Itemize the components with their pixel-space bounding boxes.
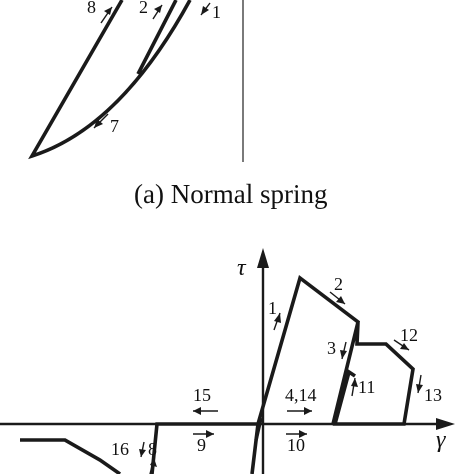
- panel-b-arrowhead-16: [139, 449, 146, 457]
- panel-b-arrowhead-2: [336, 296, 345, 304]
- caption-a: (a) Normal spring: [134, 179, 327, 209]
- panel-b-label-11: 11: [358, 377, 375, 397]
- panel-b-label-8: 8: [148, 439, 157, 459]
- panel-a-label-1: 1: [212, 2, 221, 22]
- panel-b-label-2: 2: [334, 274, 343, 294]
- panel-b-label-4-14: 4,14: [285, 385, 317, 405]
- panel-b-arrowhead-13: [416, 384, 423, 393]
- panel-b-label-13: 13: [424, 385, 442, 405]
- panel-b-unload-line: [254, 417, 263, 441]
- panel-a-arrowhead-2: [154, 5, 162, 13]
- panel-a-label-7: 7: [110, 116, 119, 136]
- panel-b-loop: [20, 274, 415, 474]
- panel-b-arrowhead-10: [299, 430, 307, 438]
- panel-b-label-3: 3: [327, 338, 336, 358]
- panel-a-label-8: 8: [87, 0, 96, 17]
- panel-b-arrowhead-3: [340, 350, 347, 359]
- panel-b-label-16: 16: [111, 439, 129, 459]
- panel-b-arrowhead-15: [193, 407, 201, 415]
- panel-b-arrowhead-9: [206, 430, 214, 438]
- panel-b-label-9: 9: [197, 435, 206, 455]
- panel-a-arrowhead-7: [94, 119, 103, 128]
- panel-b-y-axis-arrowhead: [257, 248, 269, 268]
- panel-b-arrowhead-8: [150, 458, 157, 467]
- panel-b-y-axis-label: τ: [237, 255, 247, 281]
- panel-b-label-10: 10: [287, 435, 305, 455]
- panel-a-loop: [28, 0, 192, 160]
- panel-b-label-15: 15: [193, 385, 211, 405]
- panel-b: τ γ 1 2 3 12 11 13 1: [0, 248, 455, 474]
- panel-a: 8 2 1 7 (a) Normal spring: [28, 0, 327, 209]
- panel-a-arrowhead-1: [201, 6, 209, 15]
- panel-b-arrowhead-1: [274, 313, 281, 323]
- panel-b-x-axis-arrowhead: [436, 418, 455, 430]
- panel-a-label-2: 2: [139, 0, 148, 17]
- panel-a-arrowhead-8: [104, 7, 112, 15]
- panel-b-x-axis-label: γ: [436, 427, 446, 453]
- panel-b-label-12: 12: [400, 325, 418, 345]
- panel-b-arrowhead-4-14: [304, 407, 312, 415]
- panel-b-label-1: 1: [268, 298, 277, 318]
- panel-b-arrowhead-12: [400, 343, 409, 350]
- panel-b-arrowhead-11: [351, 378, 358, 387]
